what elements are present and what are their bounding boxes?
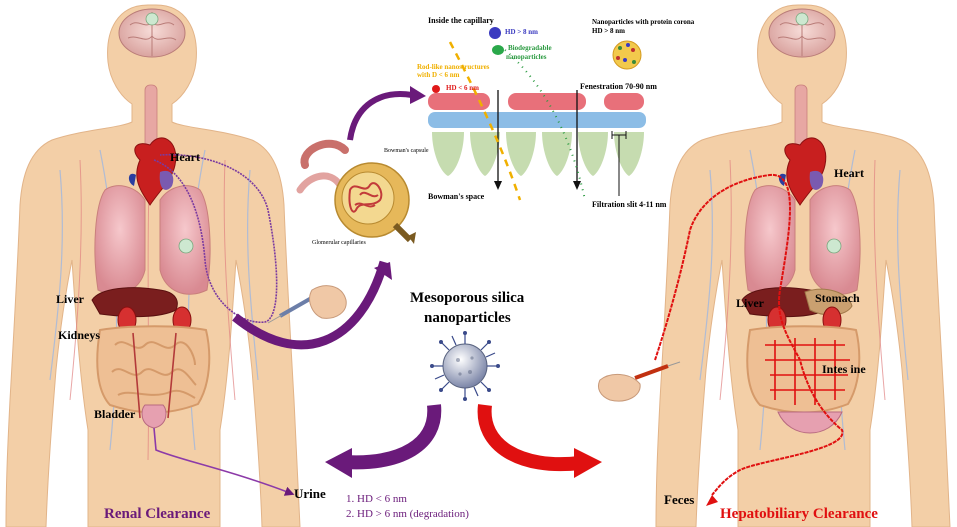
label-biodegradable-1: Biodegradable <box>508 44 552 52</box>
renal-clearance-title: Renal Clearance <box>104 506 211 522</box>
right-syringe-hand <box>597 361 681 402</box>
left-lung-right <box>94 185 146 295</box>
label-hd-large: HD > 8 nm <box>505 28 538 36</box>
hepatobiliary-clearance-title: Hepatobiliary Clearance <box>720 506 878 522</box>
label-rod-1: Rod-like nanostructures <box>417 63 490 71</box>
podocyte-4 <box>542 132 572 176</box>
label-heart-right: Heart <box>834 166 864 180</box>
arrow-hepato <box>477 404 581 472</box>
left-brain <box>118 8 186 58</box>
condition-1: 1. HD < 6 nm <box>346 493 407 505</box>
label-heart-left: Heart <box>170 150 200 164</box>
capillary-endothelium-1 <box>428 93 490 110</box>
label-biodegradable-2: nanoparticles <box>506 53 547 61</box>
left-syringe-hand <box>267 285 347 324</box>
small-np-marker <box>432 85 440 93</box>
podocyte-6 <box>614 132 644 176</box>
capillary-schematic <box>428 27 646 201</box>
rod-trajectory <box>448 41 522 201</box>
arrow-to-nephron <box>232 260 389 350</box>
label-rod-2: with D < 6 nm <box>417 71 460 79</box>
label-feces: Feces <box>664 492 695 507</box>
hepatobiliary-route <box>654 173 844 496</box>
right-body <box>654 4 951 527</box>
np-title-line1: Mesoporous silica <box>410 290 525 306</box>
left-body <box>5 4 301 527</box>
np-title-line2: nanoparticles <box>424 310 511 326</box>
label-stomach: Stomach <box>815 291 860 305</box>
label-inside-capillary: Inside the capillary <box>428 16 494 25</box>
label-liver-right: Liver <box>736 296 764 310</box>
nephron <box>296 139 416 244</box>
label-glomerular-capillaries: Glomerular capillaries <box>312 240 366 246</box>
label-filtration-slit: Filtration slit 4-11 nm <box>592 200 667 209</box>
label-fenestration: Fenestration 70-90 nm <box>580 82 657 91</box>
urine-route <box>153 427 295 496</box>
label-bowmans-capsule: Bowman's capsule <box>384 148 429 154</box>
arrow-to-capillary <box>347 91 413 141</box>
large-np-marker <box>489 27 501 39</box>
label-urine: Urine <box>294 486 326 501</box>
podocyte-5 <box>578 132 608 176</box>
right-brain <box>768 8 836 58</box>
label-kidneys: Kidneys <box>58 328 101 342</box>
arrow-renal <box>344 404 442 470</box>
podocyte-1 <box>432 132 464 176</box>
condition-2: 2. HD > 6 nm (degradation) <box>346 508 469 520</box>
label-hd-small: HD < 6 nm <box>446 84 479 92</box>
left-bladder <box>141 404 167 429</box>
podocyte-3 <box>506 132 536 176</box>
right-stomach <box>804 288 853 316</box>
protein-corona-particle <box>612 40 642 70</box>
basement-membrane <box>428 112 646 128</box>
biodegradable-marker <box>492 45 504 55</box>
label-corona-1: Nanoparticles with protein corona <box>592 18 695 26</box>
label-bladder: Bladder <box>94 407 136 421</box>
podocyte-2 <box>470 132 500 176</box>
right-heart <box>784 137 827 206</box>
label-liver-left: Liver <box>56 292 84 306</box>
capillary-endothelium-3 <box>604 93 644 110</box>
silica-nanoparticle <box>430 331 500 401</box>
label-corona-2: HD > 8 nm <box>592 27 625 35</box>
label-intestine: Intes ine <box>822 362 866 376</box>
label-bowmans-space: Bowman's space <box>428 192 485 201</box>
